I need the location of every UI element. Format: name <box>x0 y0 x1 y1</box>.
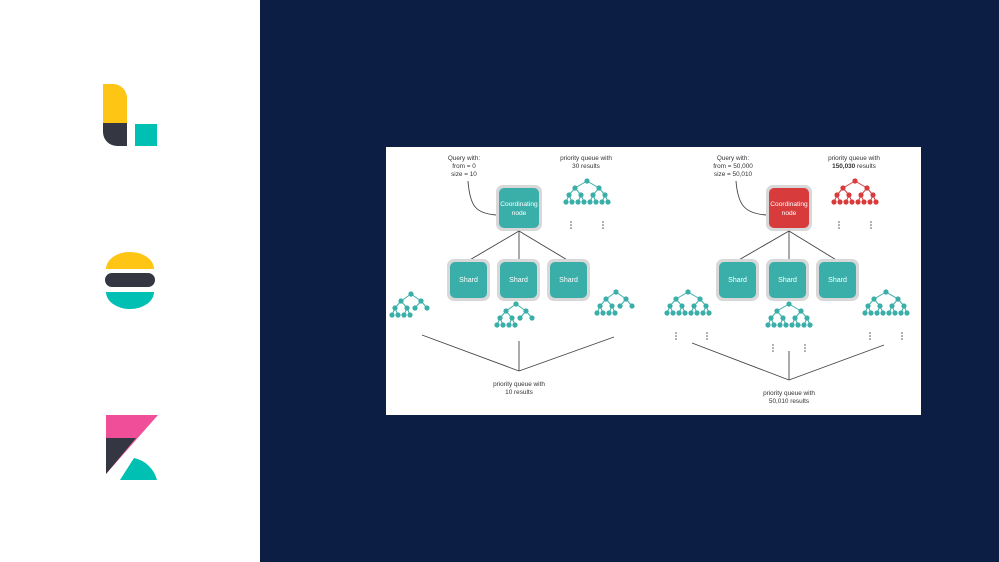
logo-pink-part <box>106 415 158 474</box>
right-dots-c <box>772 344 774 352</box>
left-edge-shard1 <box>467 230 520 262</box>
left-merge-line-3 <box>518 336 615 372</box>
right-top-dots-2 <box>870 221 872 229</box>
left-shard-2-label: Shard <box>509 277 528 284</box>
left-scenario: Query with: from = 0 size = 10 Coordinat… <box>388 155 636 396</box>
right-shard-1 <box>719 262 756 298</box>
pagination-diagram: Query with: from = 0 size = 10 Coordinat… <box>386 147 921 415</box>
right-dots-a <box>675 332 677 340</box>
right-coordinator-label-1: Coordinating <box>770 201 808 208</box>
right-coordinator-label-2: node <box>782 210 797 217</box>
left-top-dots-2 <box>602 221 604 229</box>
left-coordinator-label-2: node <box>512 210 527 217</box>
logo-dark-part <box>106 438 136 474</box>
left-merge-line-1 <box>421 334 520 372</box>
right-bottom-queue-label-1: priority queue with <box>763 390 815 397</box>
right-top-queue-bold: 150,030 <box>832 163 856 170</box>
logo-dark-bar <box>105 273 155 287</box>
left-bottom-queue-label-1: priority queue with <box>493 381 545 388</box>
left-top-queue-label-1: priority queue with <box>560 155 612 162</box>
left-coordinator-label-1: Coordinating <box>500 201 538 208</box>
right-edge-shard3 <box>788 230 839 262</box>
logo-teal-arc <box>106 292 154 309</box>
right-coordinating-node <box>769 188 809 228</box>
logo-yellow-part <box>103 84 127 123</box>
left-edge-shard3 <box>518 230 570 262</box>
right-dots-b <box>706 332 708 340</box>
right-shard-1-label: Shard <box>728 277 747 284</box>
right-top-queue-suffix: results <box>855 163 876 170</box>
elasticsearch-logo-icon <box>105 252 155 309</box>
right-shard-3 <box>819 262 856 298</box>
left-shard-tree-3 <box>593 288 636 317</box>
left-shard-tree-1 <box>388 290 431 319</box>
logo-teal-part <box>120 458 157 480</box>
right-dots-e <box>869 332 871 340</box>
diagram-canvas: Query with: from = 0 size = 10 Coordinat… <box>388 155 911 405</box>
logo-teal-square <box>135 124 157 146</box>
logo-dark-part <box>103 123 127 146</box>
right-shard-tree-2 <box>764 300 814 329</box>
right-top-dots-1 <box>838 221 840 229</box>
right-dots-f <box>901 332 903 340</box>
right-query-arrow <box>735 180 767 216</box>
right-edge-shard1 <box>736 230 790 262</box>
left-shard-3-label: Shard <box>559 277 578 284</box>
left-top-queue-label-2: 30 results <box>572 163 600 170</box>
kibana-logo-icon <box>106 415 158 480</box>
right-merge-line-3 <box>788 344 885 381</box>
left-query-label-1: Query with: <box>448 155 481 162</box>
left-top-dots-1 <box>570 221 572 229</box>
left-bottom-queue-label-2: 10 results <box>505 389 533 396</box>
right-shard-3-label: Shard <box>828 277 847 284</box>
right-query-label-3: size = 50,010 <box>714 171 753 178</box>
right-top-queue-label-1: priority queue with <box>828 155 880 162</box>
right-dots-d <box>804 344 806 352</box>
right-query-label-1: Query with: <box>717 155 750 162</box>
left-shard-tree-2 <box>493 300 536 329</box>
left-coordinating-node <box>499 188 539 228</box>
right-top-queue-label-2: 150,030 results <box>832 163 876 170</box>
left-shard-1-label: Shard <box>459 277 478 284</box>
right-shard-tree-1 <box>663 288 713 317</box>
left-shard-1 <box>450 262 487 298</box>
right-bottom-queue-label-2: 50,010 results <box>769 398 809 405</box>
product-sidebar <box>0 0 260 562</box>
left-shard-2 <box>500 262 537 298</box>
right-scenario: Query with: from = 50,000 size = 50,010 … <box>663 155 911 405</box>
logstash-logo-icon <box>103 84 157 146</box>
right-top-tree <box>830 177 880 206</box>
left-query-arrow <box>467 180 497 216</box>
left-query-label-3: size = 10 <box>451 171 477 178</box>
logo-yellow-arc <box>106 252 154 269</box>
right-shard-2 <box>769 262 806 298</box>
left-query-label-2: from = 0 <box>452 163 476 170</box>
right-shard-2-label: Shard <box>778 277 797 284</box>
left-shard-3 <box>550 262 587 298</box>
right-merge-line-1 <box>691 342 790 381</box>
left-top-tree <box>562 177 612 206</box>
right-query-label-2: from = 50,000 <box>713 163 753 170</box>
right-shard-tree-3 <box>861 288 911 317</box>
